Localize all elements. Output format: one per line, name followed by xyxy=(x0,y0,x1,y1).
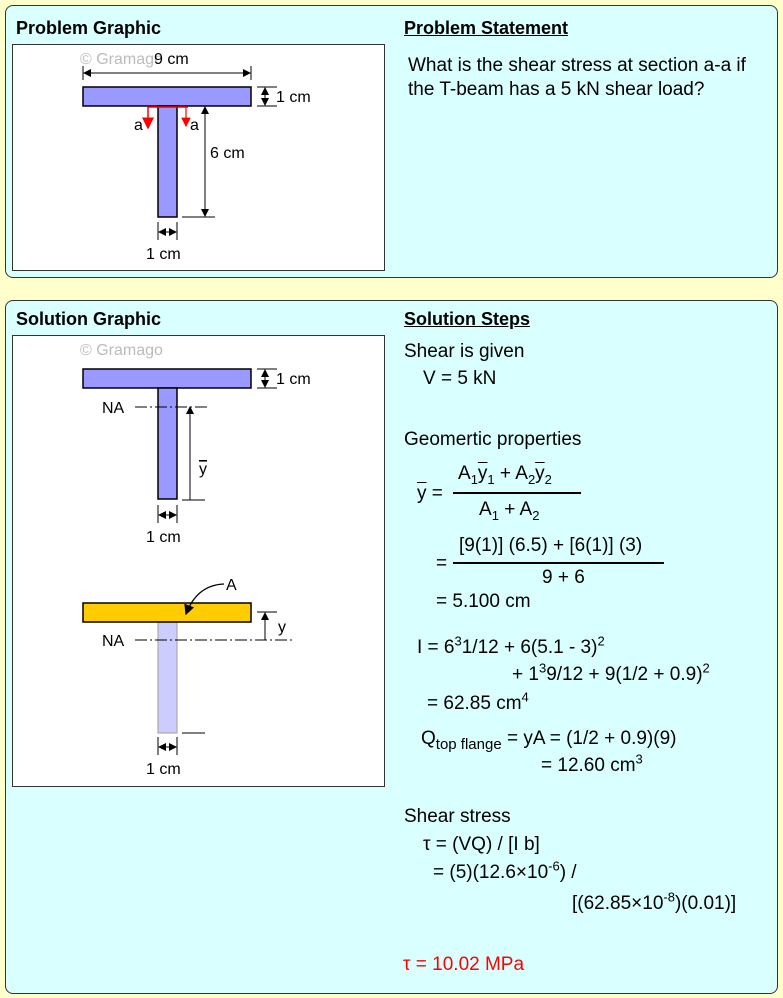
dim-flange-label: 1 cm xyxy=(276,89,311,106)
ybar-denominator-values: 9 + 6 xyxy=(542,567,585,588)
fraction-bar-2 xyxy=(453,562,664,564)
q-line: Qtop flange = yA = (1/2 + 0.9)(9) xyxy=(421,728,677,753)
shear-heading: Shear is given xyxy=(404,341,525,362)
tau-equation: τ = (VQ) / [I b] xyxy=(423,834,540,855)
answer: τ = 10.02 MPa xyxy=(403,954,525,975)
solution-graphic-title: Solution Graphic xyxy=(16,309,162,329)
area-arrow xyxy=(183,582,224,615)
section-label-left: a xyxy=(134,117,143,134)
y-label: y xyxy=(278,619,286,636)
ybar-result: = 5.100 cm xyxy=(436,591,531,612)
dim-width-label: 9 cm xyxy=(154,51,189,68)
na-label-2: NA xyxy=(102,633,125,650)
i-result: = 62.85 cm4 xyxy=(427,689,529,714)
ybar-numerator: A1y1 + A2y2 xyxy=(458,463,552,487)
dim-web-width-label: 1 cm xyxy=(146,529,181,546)
dim-web-height-label: 6 cm xyxy=(210,145,245,162)
flange xyxy=(81,367,252,389)
watermark: © Gramago xyxy=(80,342,163,359)
q-result: = 12.60 cm3 xyxy=(541,751,643,776)
solution-tbeam-diagrams: © Gramago 1 cm NA y 1 cm A NA y 1 cm xyxy=(80,342,311,778)
problem-statement-title: Problem Statement xyxy=(404,18,569,38)
solution-graphic: © Gramago 1 cm NA y 1 cm A NA y 1 cm xyxy=(12,335,385,787)
i-line-2: + 139/12 + 9(1/2 + 0.9)2 xyxy=(512,660,710,685)
problem-graphic: © Gramago 9 cm 1 cm 6 cm 1 cm a a xyxy=(12,44,385,271)
i-line-1: I = 631/12 + 6(5.1 - 3)2 xyxy=(417,633,605,658)
stress-heading: Shear stress xyxy=(404,806,511,827)
section-label-right: a xyxy=(190,117,199,134)
tau-line-2: = (5)(12.6×10-6) / xyxy=(433,858,577,883)
solution-steps-title: Solution Steps xyxy=(404,309,530,329)
na-label: NA xyxy=(102,400,125,417)
watermark: © Gramago xyxy=(80,51,163,68)
shear-value: V = 5 kN xyxy=(423,368,497,389)
dim-flange-label: 1 cm xyxy=(276,371,311,388)
flange xyxy=(81,85,252,107)
top-flange-area xyxy=(81,601,252,623)
web xyxy=(156,386,178,500)
eq-sign: = xyxy=(436,553,448,574)
tau-line-3: [(62.85×10-8)(0.01)] xyxy=(572,889,737,914)
ybar-eq: y = xyxy=(417,483,443,504)
ybar-label: y xyxy=(199,461,207,478)
area-label: A xyxy=(226,577,237,594)
problem-statement: What is the shear stress at section a-a … xyxy=(408,55,746,100)
problem-tbeam-diagram: © Gramago 9 cm 1 cm 6 cm 1 cm a a xyxy=(80,51,311,263)
web xyxy=(156,104,178,218)
dim-web-width-label: 1 cm xyxy=(146,246,181,263)
geom-heading: Geomertic properties xyxy=(404,429,582,450)
ybar-denominator: A1 + A2 xyxy=(479,499,540,523)
dim-web-width-label-2: 1 cm xyxy=(146,761,181,778)
fraction-bar-1 xyxy=(453,492,581,494)
ybar-numerator-values: [9(1)] (6.5) + [6(1)] (3) xyxy=(459,535,643,556)
web-faded xyxy=(156,620,178,734)
problem-graphic-title: Problem Graphic xyxy=(16,18,162,38)
